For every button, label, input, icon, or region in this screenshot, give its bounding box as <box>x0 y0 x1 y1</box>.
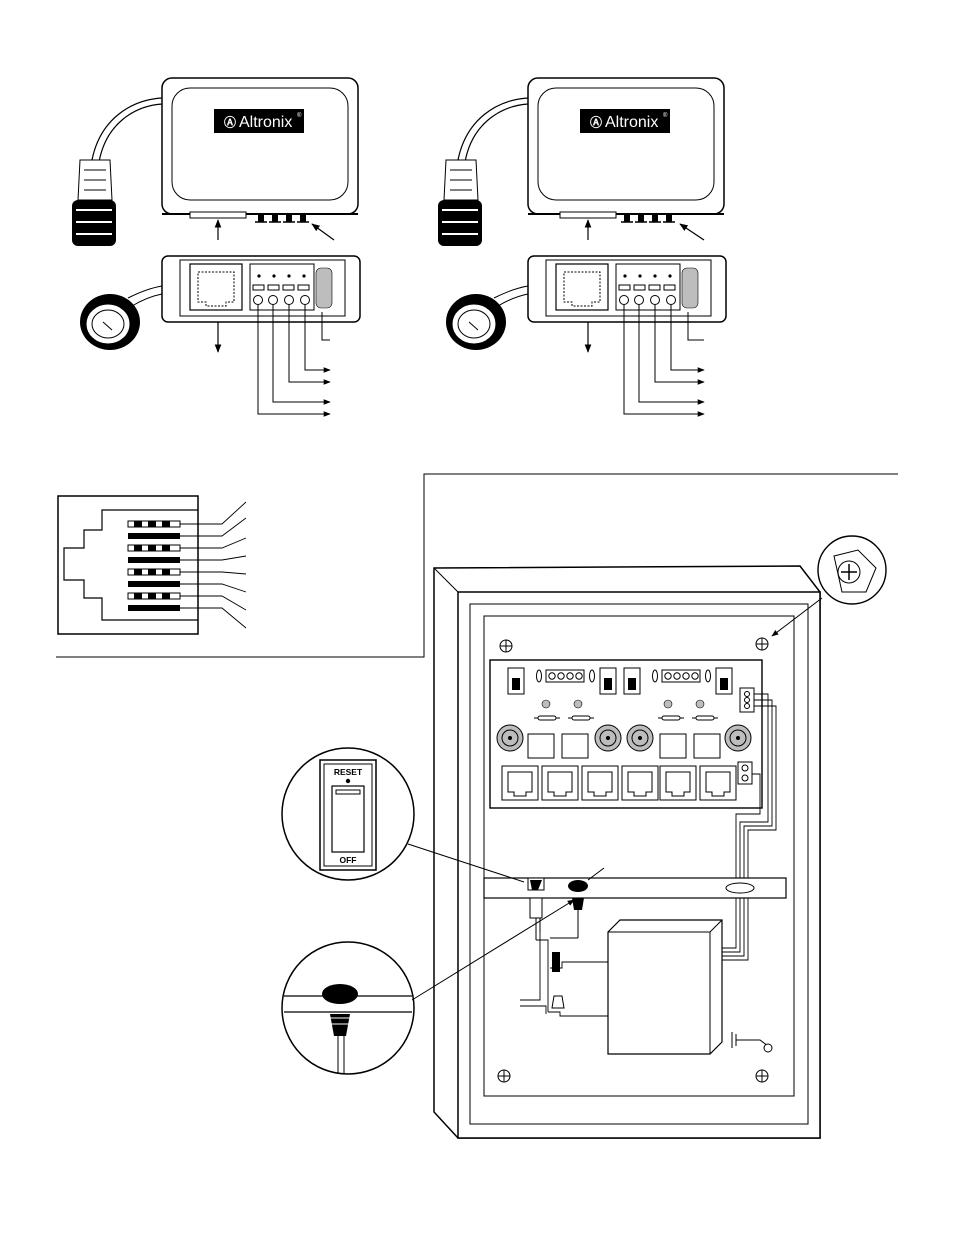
altronix-a-mark-icon: Ⓐ <box>590 115 602 130</box>
transformer <box>608 920 722 1054</box>
bnc-connector-right <box>438 160 482 246</box>
altronix-a-mark-icon: Ⓐ <box>224 115 236 130</box>
reset-label: RESET <box>334 767 363 777</box>
mounting-screw-icon <box>756 638 768 650</box>
transceiver-right-front <box>446 256 726 414</box>
led-indicator-left <box>316 268 332 308</box>
bnc-connector-left-front <box>80 294 140 350</box>
transceiver-left-front <box>80 256 360 414</box>
mounting-screw-icon <box>756 1070 768 1082</box>
logo-text-left: Altronix <box>239 114 292 131</box>
registered-mark-right: ® <box>663 112 668 119</box>
bnc-connector-left <box>72 160 116 246</box>
altronix-logo-right: Ⓐ Altronix ® <box>580 109 670 133</box>
mounting-screw-icon <box>500 640 512 652</box>
transceiver-right: Ⓐ Altronix ® <box>438 78 724 246</box>
rj45-jack-right <box>556 264 608 310</box>
terminal-block-left <box>250 264 314 310</box>
logo-text-right: Altronix <box>605 114 658 131</box>
enclosure <box>434 536 886 1138</box>
terminal-block-right <box>616 264 680 310</box>
wire-nut-icon <box>552 996 564 1008</box>
transceiver-left: Ⓐ Altronix ® <box>72 78 358 246</box>
registered-mark-left: ® <box>297 112 302 119</box>
altronix-logo-left: Ⓐ Altronix ® <box>214 109 304 133</box>
rj45-pinout-diagram <box>58 496 246 634</box>
terminal-pins-right-top <box>621 214 675 222</box>
bnc-connector-right-front <box>446 294 506 350</box>
rj45-jack-left <box>190 264 242 310</box>
reset-indicator <box>346 779 350 783</box>
bnc-cable-left <box>92 98 162 160</box>
terminal-pins-left-top <box>255 214 309 222</box>
mounting-screw-icon <box>498 1070 510 1082</box>
off-label: OFF <box>340 855 357 865</box>
led-indicator-right <box>682 268 698 308</box>
breaker-rocker[interactable] <box>332 786 364 852</box>
circuit-board <box>490 660 762 808</box>
